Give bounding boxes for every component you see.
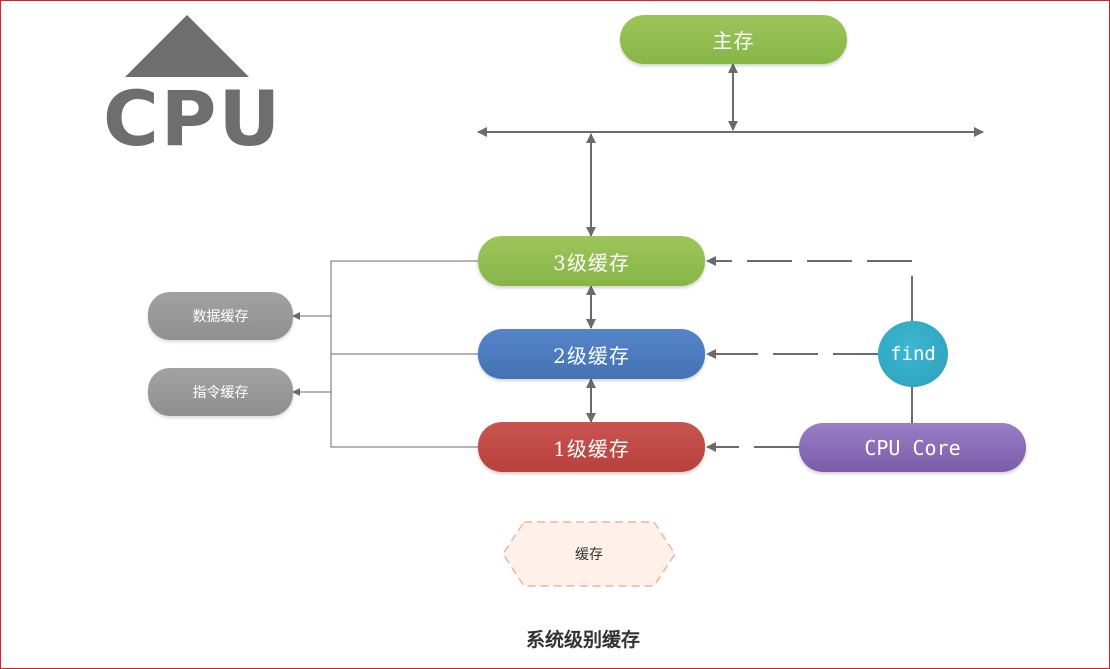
data-cache-node: 数据缓存 bbox=[148, 292, 293, 340]
instruction-cache-node: 指令缓存 bbox=[148, 368, 293, 416]
cpu-logo: CPU bbox=[101, 15, 280, 157]
main-memory-node: 主存 bbox=[620, 15, 847, 64]
cpu-core-node: CPU Core bbox=[799, 423, 1026, 472]
cache-legend-label: 缓存 bbox=[575, 547, 603, 563]
l1-cache-node: 1级缓存 bbox=[478, 422, 705, 472]
find-node: find bbox=[878, 321, 948, 387]
cpu-logo-text: CPU bbox=[103, 74, 283, 163]
find-l3-line bbox=[706, 256, 913, 321]
cpu-logo-triangle bbox=[125, 15, 249, 77]
l2-cache-node: 2级缓存 bbox=[478, 329, 705, 379]
diagram-caption: 系统级别缓存 bbox=[525, 629, 640, 651]
l3-cache-node: 3级缓存 bbox=[478, 236, 705, 286]
cache-legend-shape bbox=[502, 521, 676, 587]
